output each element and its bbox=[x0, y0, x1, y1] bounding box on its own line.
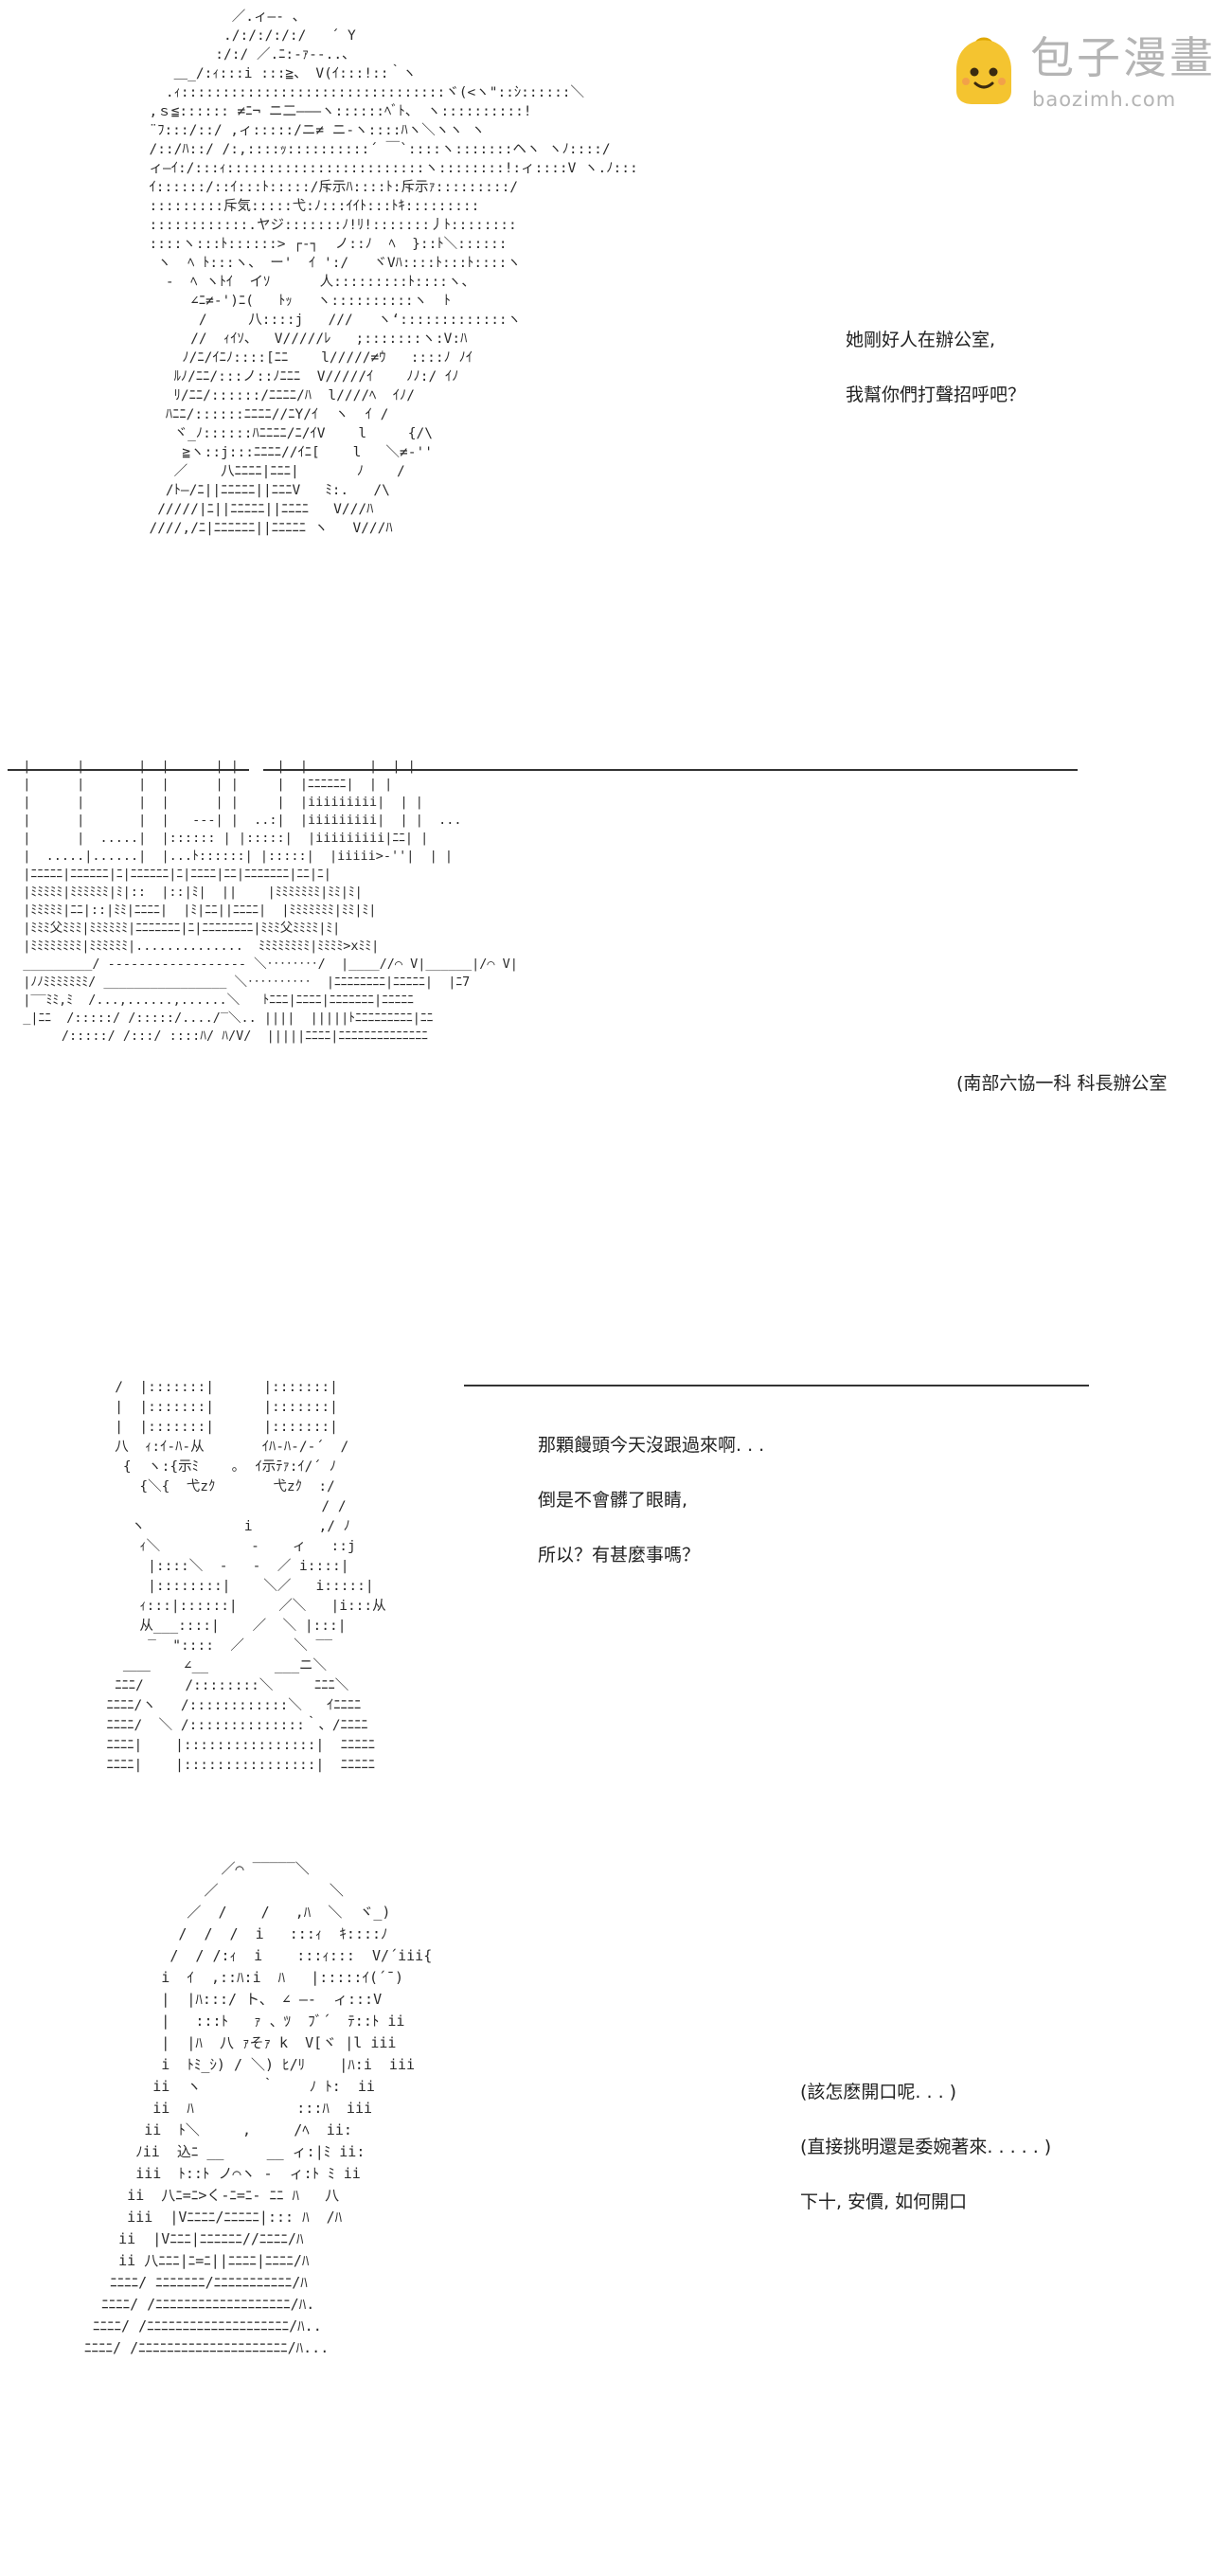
dialogue-line: (該怎麽開口呢. . . ) bbox=[800, 2082, 957, 2102]
dialogue-panel-4: (該怎麽開口呢. . . ) (直接挑明還是委婉著來. . . . . ) 下十… bbox=[800, 2079, 1051, 2244]
panel-divider bbox=[464, 1385, 1089, 1386]
dialogue-line: 我幫你們打聲招呼吧？ bbox=[846, 385, 1026, 405]
bun-mascot-icon bbox=[956, 37, 1011, 104]
caption-line: (南部六協一科 科長辦公室 bbox=[956, 1073, 1168, 1094]
watermark-title: 包子漫畫 bbox=[1030, 32, 1216, 83]
dialogue-line: (直接挑明還是委婉著來. . . . . ) bbox=[800, 2137, 1052, 2157]
panel-divider bbox=[8, 769, 249, 771]
dialogue-panel-3: 那顆饅頭今天沒跟過來啊. . . 倒是不會髒了眼睛, 所以？有甚麼事嗎？ bbox=[538, 1432, 764, 1597]
dialogue-panel-1: 她剛好人在辦公室, 我幫你們打聲招呼吧？ bbox=[846, 327, 1026, 437]
ascii-art-closeup-face: / |:::::::| |:::::::| | |:::::::| |:::::… bbox=[106, 1380, 386, 1773]
ascii-art-long-hair-figure: ／⌒ ‾‾‾‾‾＼ ／ ＼ ／ / / ,ﾊ ＼ ヾ_) / / / i :::… bbox=[84, 1860, 433, 2356]
watermark: 包子漫畫 baozimh.com bbox=[947, 28, 1222, 123]
panel-divider bbox=[263, 769, 1078, 771]
dialogue-line: 那顆饅頭今天沒跟過來啊. . . bbox=[538, 1435, 765, 1456]
dialogue-line: 下十, 安價, 如何開口 bbox=[800, 2191, 968, 2212]
ascii-art-office-building: | | | | | | | | | | | | | | | | | | |ﾆﾆﾆ… bbox=[23, 759, 518, 1044]
dialogue-line: 她剛好人在辦公室, bbox=[846, 330, 996, 350]
dialogue-line: 倒是不會髒了眼睛, bbox=[538, 1490, 688, 1511]
dialogue-line: 所以？有甚麼事嗎？ bbox=[538, 1545, 701, 1565]
watermark-url: baozimh.com bbox=[1032, 88, 1177, 111]
ascii-art-witch-figure: ／.ィ―‐ 、 ./:/:/:/:/ ´ Y :/:/ ／.ﾆ:-ｧ‐-..、 … bbox=[149, 9, 638, 536]
caption-location: (南部六協一科 科長辦公室 bbox=[956, 1070, 1167, 1125]
